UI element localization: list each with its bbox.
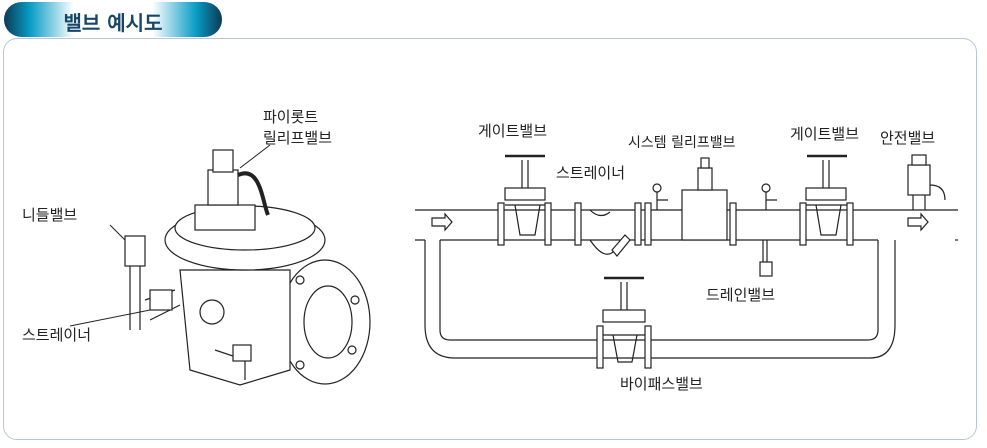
pilot-relief-label-2: 릴리프밸브 [263, 129, 333, 147]
system-relief-valve [644, 157, 737, 246]
gate-valve-2 [799, 154, 854, 246]
strainer [574, 202, 642, 257]
drain-valve-label: 드레인밸브 [706, 286, 776, 304]
diagram-panel [3, 38, 977, 440]
gate-valve-1 [497, 154, 552, 246]
piping-system [415, 209, 958, 359]
strainer-label-right: 스트레이너 [556, 164, 626, 182]
bypass-valve-label: 바이패스밸브 [620, 375, 703, 393]
system-relief-label: 시스템 릴리프밸브 [628, 135, 736, 151]
flow-arrow-icon [431, 212, 453, 232]
drain-valve [759, 183, 777, 277]
strainer-label-left: 스트레이너 [22, 326, 92, 344]
pilot-relief-label-1: 파이롯트 [263, 108, 319, 126]
safety-valve [907, 154, 946, 210]
section-title-tab: 밸브 예시도 [4, 2, 222, 37]
section-title: 밸브 예시도 [63, 11, 163, 35]
gate-valve-1-label: 게이트밸브 [478, 122, 548, 140]
bypass-valve [596, 276, 652, 369]
needle-valve-label: 니들밸브 [22, 206, 78, 224]
main-valve-illustration [69, 144, 371, 386]
flow-arrow-icon [907, 212, 929, 232]
safety-valve-label: 안전밸브 [880, 129, 936, 147]
gate-valve-2-label: 게이트밸브 [790, 125, 860, 143]
